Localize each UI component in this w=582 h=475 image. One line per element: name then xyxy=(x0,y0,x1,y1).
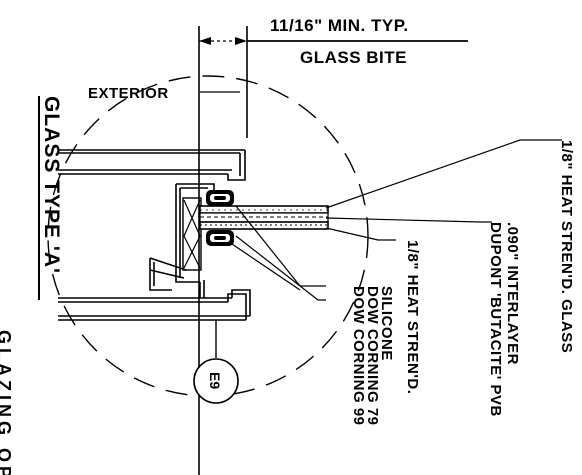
inner-lite-label: 1/8" HEAT STREN'D. xyxy=(404,240,421,394)
frame-section xyxy=(58,149,251,321)
callout-circle xyxy=(193,358,239,404)
dow-corning-label-2: DOW CORNING 99 xyxy=(350,286,367,426)
setting-block xyxy=(182,197,202,271)
outer-lite-label: 1/8" HEAT STREN'D. GLASS xyxy=(558,140,575,353)
glass-bite-label: GLASS BITE xyxy=(300,48,407,67)
interlayer-label: .090" INTERLAYER xyxy=(504,222,521,365)
glass-bite-dimension-text: 11/16" MIN. TYP. xyxy=(270,16,409,35)
laminated-glass xyxy=(199,190,329,246)
dow-corning-label-1: DOW CORNING 79 xyxy=(364,286,381,426)
silicone-label: SILICONE xyxy=(378,286,395,361)
glass-bite-dimension xyxy=(198,26,468,475)
pvb-label: DUPONT 'BUTACITE' PVB xyxy=(487,222,504,417)
callout-tag: E9 xyxy=(207,372,223,389)
leader-lines xyxy=(231,139,562,301)
exterior-label: EXTERIOR xyxy=(88,85,169,102)
glass-type-label: GLASS TYPE 'A' xyxy=(40,96,63,274)
glazing-option-title: GLAZING OPT xyxy=(0,330,14,475)
